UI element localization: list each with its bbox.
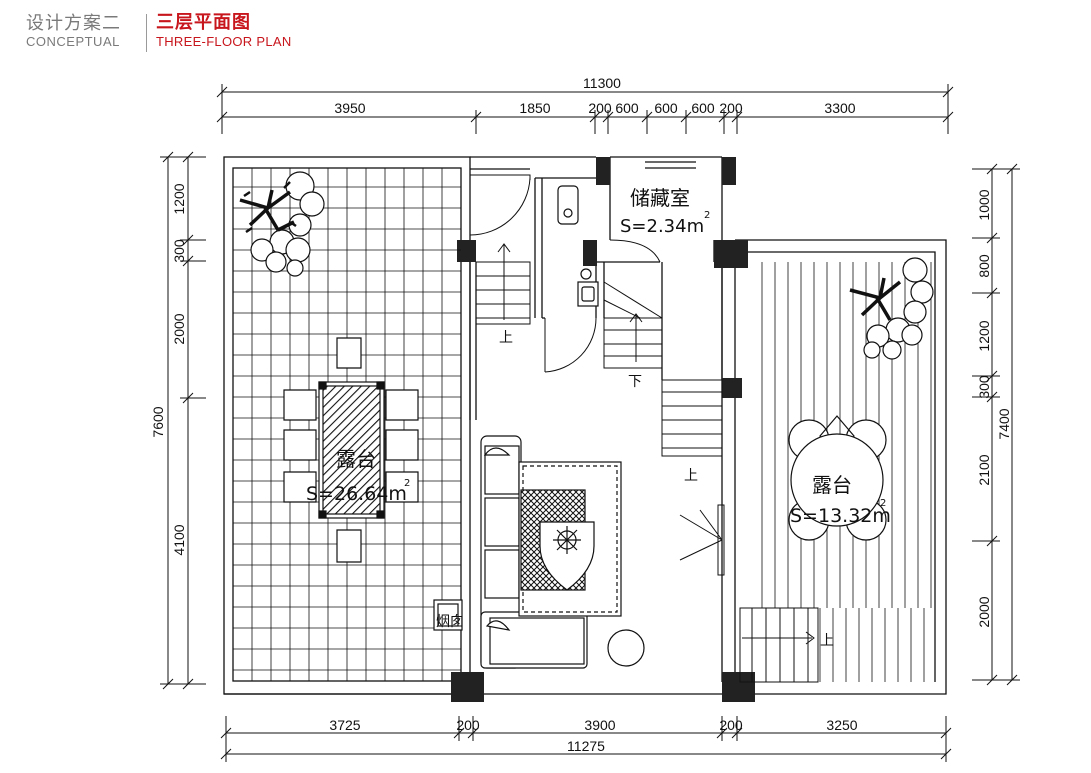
left-terrace-area-sup: 2 <box>404 478 410 489</box>
left-dim-2: 300 <box>171 239 187 263</box>
right-dim-1: 1000 <box>976 189 992 220</box>
bottom-dim-5: 3250 <box>826 717 857 733</box>
top-dim-8: 3300 <box>824 100 855 116</box>
left-dim-3: 2000 <box>171 313 187 344</box>
sofa-icon <box>480 435 588 669</box>
top-dim-1: 3950 <box>334 100 365 116</box>
storage-area-sup: 2 <box>704 210 710 221</box>
stair-bottom-right <box>739 607 819 683</box>
right-dim-3: 1200 <box>976 320 992 351</box>
top-dim-5: 600 <box>654 100 678 116</box>
stair-right <box>661 379 723 457</box>
left-dim-1: 1200 <box>171 183 187 214</box>
bottom-dim-1: 3725 <box>329 717 360 733</box>
right-terrace-name: 露台 <box>812 473 852 497</box>
tree-planter-icon <box>239 171 325 277</box>
scheme-block: 设计方案二 CONCEPTUAL <box>26 12 138 50</box>
chimney-label: 烟囱 <box>436 614 464 630</box>
round-table-set-icon <box>788 415 887 541</box>
bottom-dim-4: 200 <box>719 717 743 733</box>
left-terrace-name: 露台 <box>336 447 376 471</box>
bottom-dim-3: 3900 <box>584 717 615 733</box>
chimney-icon <box>433 599 463 631</box>
top-dim-2: 1850 <box>519 100 550 116</box>
right-dimensions <box>972 163 1020 686</box>
bottom-total-dim: 11275 <box>567 738 605 754</box>
storage-room-area: S=2.34m <box>620 216 704 237</box>
plan-title-en: THREE-FLOOR PLAN <box>156 34 292 49</box>
right-dim-4: 300 <box>976 375 992 399</box>
scheme-title-en: CONCEPTUAL <box>26 34 120 49</box>
stair-left <box>475 243 531 325</box>
right-dim-2: 800 <box>976 254 992 278</box>
header-divider <box>146 14 147 52</box>
scheme-title-cn: 设计方案二 <box>26 13 121 33</box>
top-dim-3: 200 <box>588 100 612 116</box>
stair-center <box>603 281 663 369</box>
side-table-icon <box>607 629 645 667</box>
bottom-dim-2: 200 <box>456 717 480 733</box>
right-dim-6: 2000 <box>976 596 992 627</box>
structural-columns <box>451 157 755 702</box>
right-terrace-area-sup: 2 <box>880 498 886 509</box>
plan-title-block: 三层平面图 THREE-FLOOR PLAN <box>156 10 416 50</box>
stair-label-down: 下 <box>628 374 642 390</box>
toilet-icon <box>557 185 599 307</box>
left-total-dim: 7600 <box>150 406 166 437</box>
stair-label-up-2: 上 <box>684 468 698 484</box>
left-terrace-area: S=26.64m <box>306 483 407 505</box>
doors <box>469 174 725 576</box>
right-total-dim: 7400 <box>996 408 1012 439</box>
stair-label-up-3: 上 <box>820 633 834 649</box>
tree-planter-icon <box>849 257 934 360</box>
top-dim-7: 200 <box>719 100 743 116</box>
rug-icon <box>518 461 622 617</box>
plan-header: 设计方案二 CONCEPTUAL 三层平面图 THREE-FLOOR PLAN <box>0 0 420 60</box>
top-total-dim: 11300 <box>583 75 621 91</box>
bottom-dimensions <box>220 716 952 762</box>
right-dim-5: 2100 <box>976 454 992 485</box>
top-dim-4: 600 <box>615 100 639 116</box>
dining-set-icon <box>283 337 419 563</box>
top-dimensions <box>216 84 954 134</box>
plan-title-cn: 三层平面图 <box>156 12 251 32</box>
storage-room-name: 储藏室 <box>630 186 690 210</box>
stair-label-up-1: 上 <box>499 330 513 346</box>
left-dim-4: 4100 <box>171 524 187 555</box>
walls <box>223 156 947 695</box>
right-terrace-area: S=13.32m <box>790 505 891 527</box>
left-dimensions <box>160 151 206 690</box>
top-dim-6: 600 <box>691 100 715 116</box>
